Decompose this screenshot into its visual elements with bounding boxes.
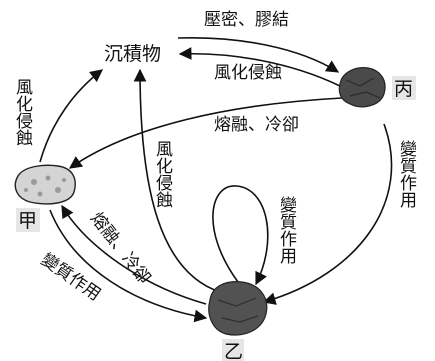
label-melting-lower: 熔融、冷卻 <box>86 209 154 288</box>
arrow-bing-to-yi <box>262 123 393 305</box>
rock-yi-icon <box>208 281 268 336</box>
node-jia-label: 甲 <box>18 210 37 232</box>
arrow-sediment-to-bing <box>177 36 340 73</box>
arrow-yi-to-sediment <box>133 68 221 293</box>
label-compaction-cementation: 壓密、膠結 <box>204 10 289 30</box>
label-weathering-top: 風化侵蝕 <box>214 63 282 83</box>
arrow-jia-to-yi <box>49 209 208 323</box>
label-metamorphism-loop: 變質作用 <box>276 196 297 265</box>
arrow-jia-to-sediment <box>39 69 104 163</box>
arrow-yi-self-loop <box>212 185 269 286</box>
node-bing-label: 丙 <box>394 78 413 100</box>
node-sediment-label: 沉積物 <box>104 43 161 65</box>
node-yi-label: 乙 <box>224 341 243 361</box>
node-bing-box <box>392 76 416 100</box>
arrow-bing-to-jia <box>68 97 343 169</box>
label-metamorphism-bottom-left: 變質作用 <box>37 250 104 305</box>
rock-jia-icon <box>14 164 76 205</box>
node-yi-box <box>222 339 244 361</box>
node-jia-box <box>16 208 40 232</box>
arrow-yi-to-jia <box>61 204 207 305</box>
label-weathering-left: 風化侵蝕 <box>12 78 33 146</box>
rock-bing-icon <box>338 67 386 108</box>
label-melting-upper: 熔融、冷卻 <box>214 115 299 135</box>
label-metamorphism-right: 變質作用 <box>396 140 417 209</box>
arrow-bing-to-sediment <box>178 47 341 87</box>
label-weathering-center: 風化侵蝕 <box>152 140 173 208</box>
